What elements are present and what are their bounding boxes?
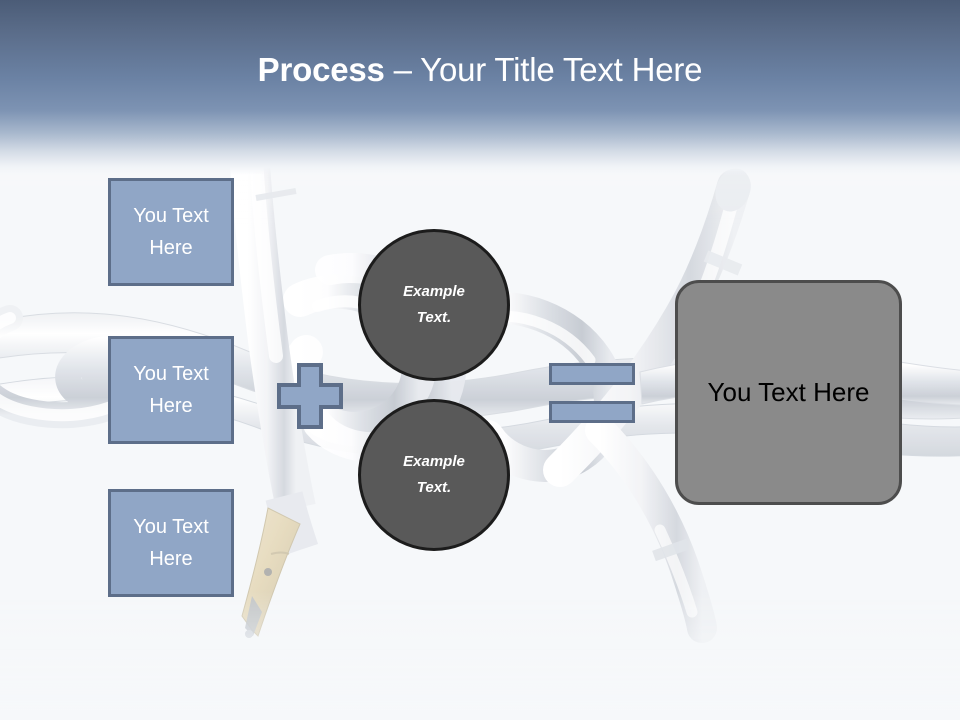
equals-bar-bottom <box>549 401 635 423</box>
example-circle-1-line2: Text. <box>416 309 452 326</box>
equals-bar-top <box>549 363 635 385</box>
input-box-2[interactable]: You Text Here <box>108 336 234 444</box>
example-circle-1-line1: Example <box>403 283 465 300</box>
input-box-1[interactable]: You Text Here <box>108 178 234 286</box>
example-circle-2-line2: Text. <box>416 479 452 496</box>
input-box-3-label: You Text Here <box>133 516 209 570</box>
equals-icon[interactable] <box>549 363 635 425</box>
input-box-1-label: You Text Here <box>133 205 209 259</box>
example-circle-2-line1: Example <box>403 453 465 470</box>
result-box-label: You Text Here <box>707 377 870 407</box>
page-title-rest: – Your Title Text Here <box>384 51 703 88</box>
page-title: Process – Your Title Text Here <box>0 50 960 90</box>
plus-icon[interactable] <box>276 362 344 430</box>
input-box-3[interactable]: You Text Here <box>108 489 234 597</box>
page-title-strong: Process <box>257 51 385 88</box>
input-box-2-label: You Text Here <box>133 363 209 417</box>
result-box[interactable]: You Text Here <box>675 280 902 505</box>
